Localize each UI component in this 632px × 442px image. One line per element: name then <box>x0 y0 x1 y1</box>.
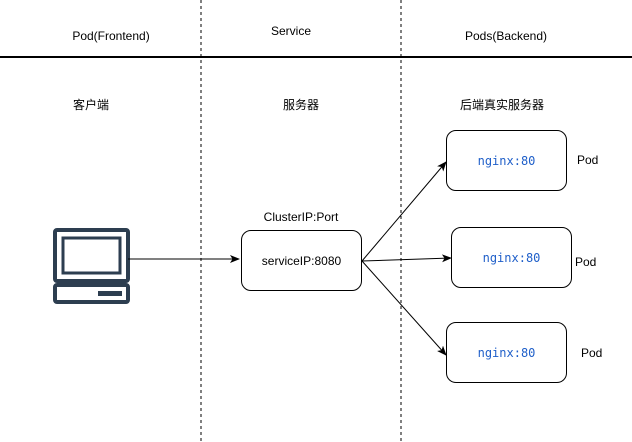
service-caption: ClusterIP:Port <box>263 210 339 224</box>
pod-node-2[interactable]: nginx:80 <box>451 227 572 288</box>
service-node[interactable]: serviceIP:8080 <box>241 230 362 291</box>
pod-label-3: nginx:80 <box>477 345 536 360</box>
arrow-service-to-pod-1 <box>361 161 447 262</box>
pod-side-label-3: Pod <box>581 346 603 360</box>
column-header-service: Service <box>270 24 312 38</box>
column-header-backend: Pods(Backend) <box>464 29 548 43</box>
service-label: serviceIP:8080 <box>261 253 342 268</box>
pod-label-2: nginx:80 <box>482 250 541 265</box>
pod-side-label-2: Pod <box>575 255 597 269</box>
subtitle-backend-servers: 后端真实服务器 <box>459 98 545 112</box>
column-header-frontend: Pod(Frontend) <box>72 29 150 43</box>
pod-label-1: nginx:80 <box>477 153 536 168</box>
pod-side-label-1: Pod <box>577 153 599 167</box>
arrow-service-to-pod-3 <box>361 260 447 356</box>
arrow-service-to-pod-2 <box>361 254 452 263</box>
pod-node-1[interactable]: nginx:80 <box>446 130 567 191</box>
subtitle-client: 客户端 <box>72 98 110 112</box>
pod-node-3[interactable]: nginx:80 <box>446 322 567 383</box>
subtitle-server: 服务器 <box>282 98 320 112</box>
computer-icon <box>53 228 130 304</box>
computer-slot <box>98 291 122 296</box>
